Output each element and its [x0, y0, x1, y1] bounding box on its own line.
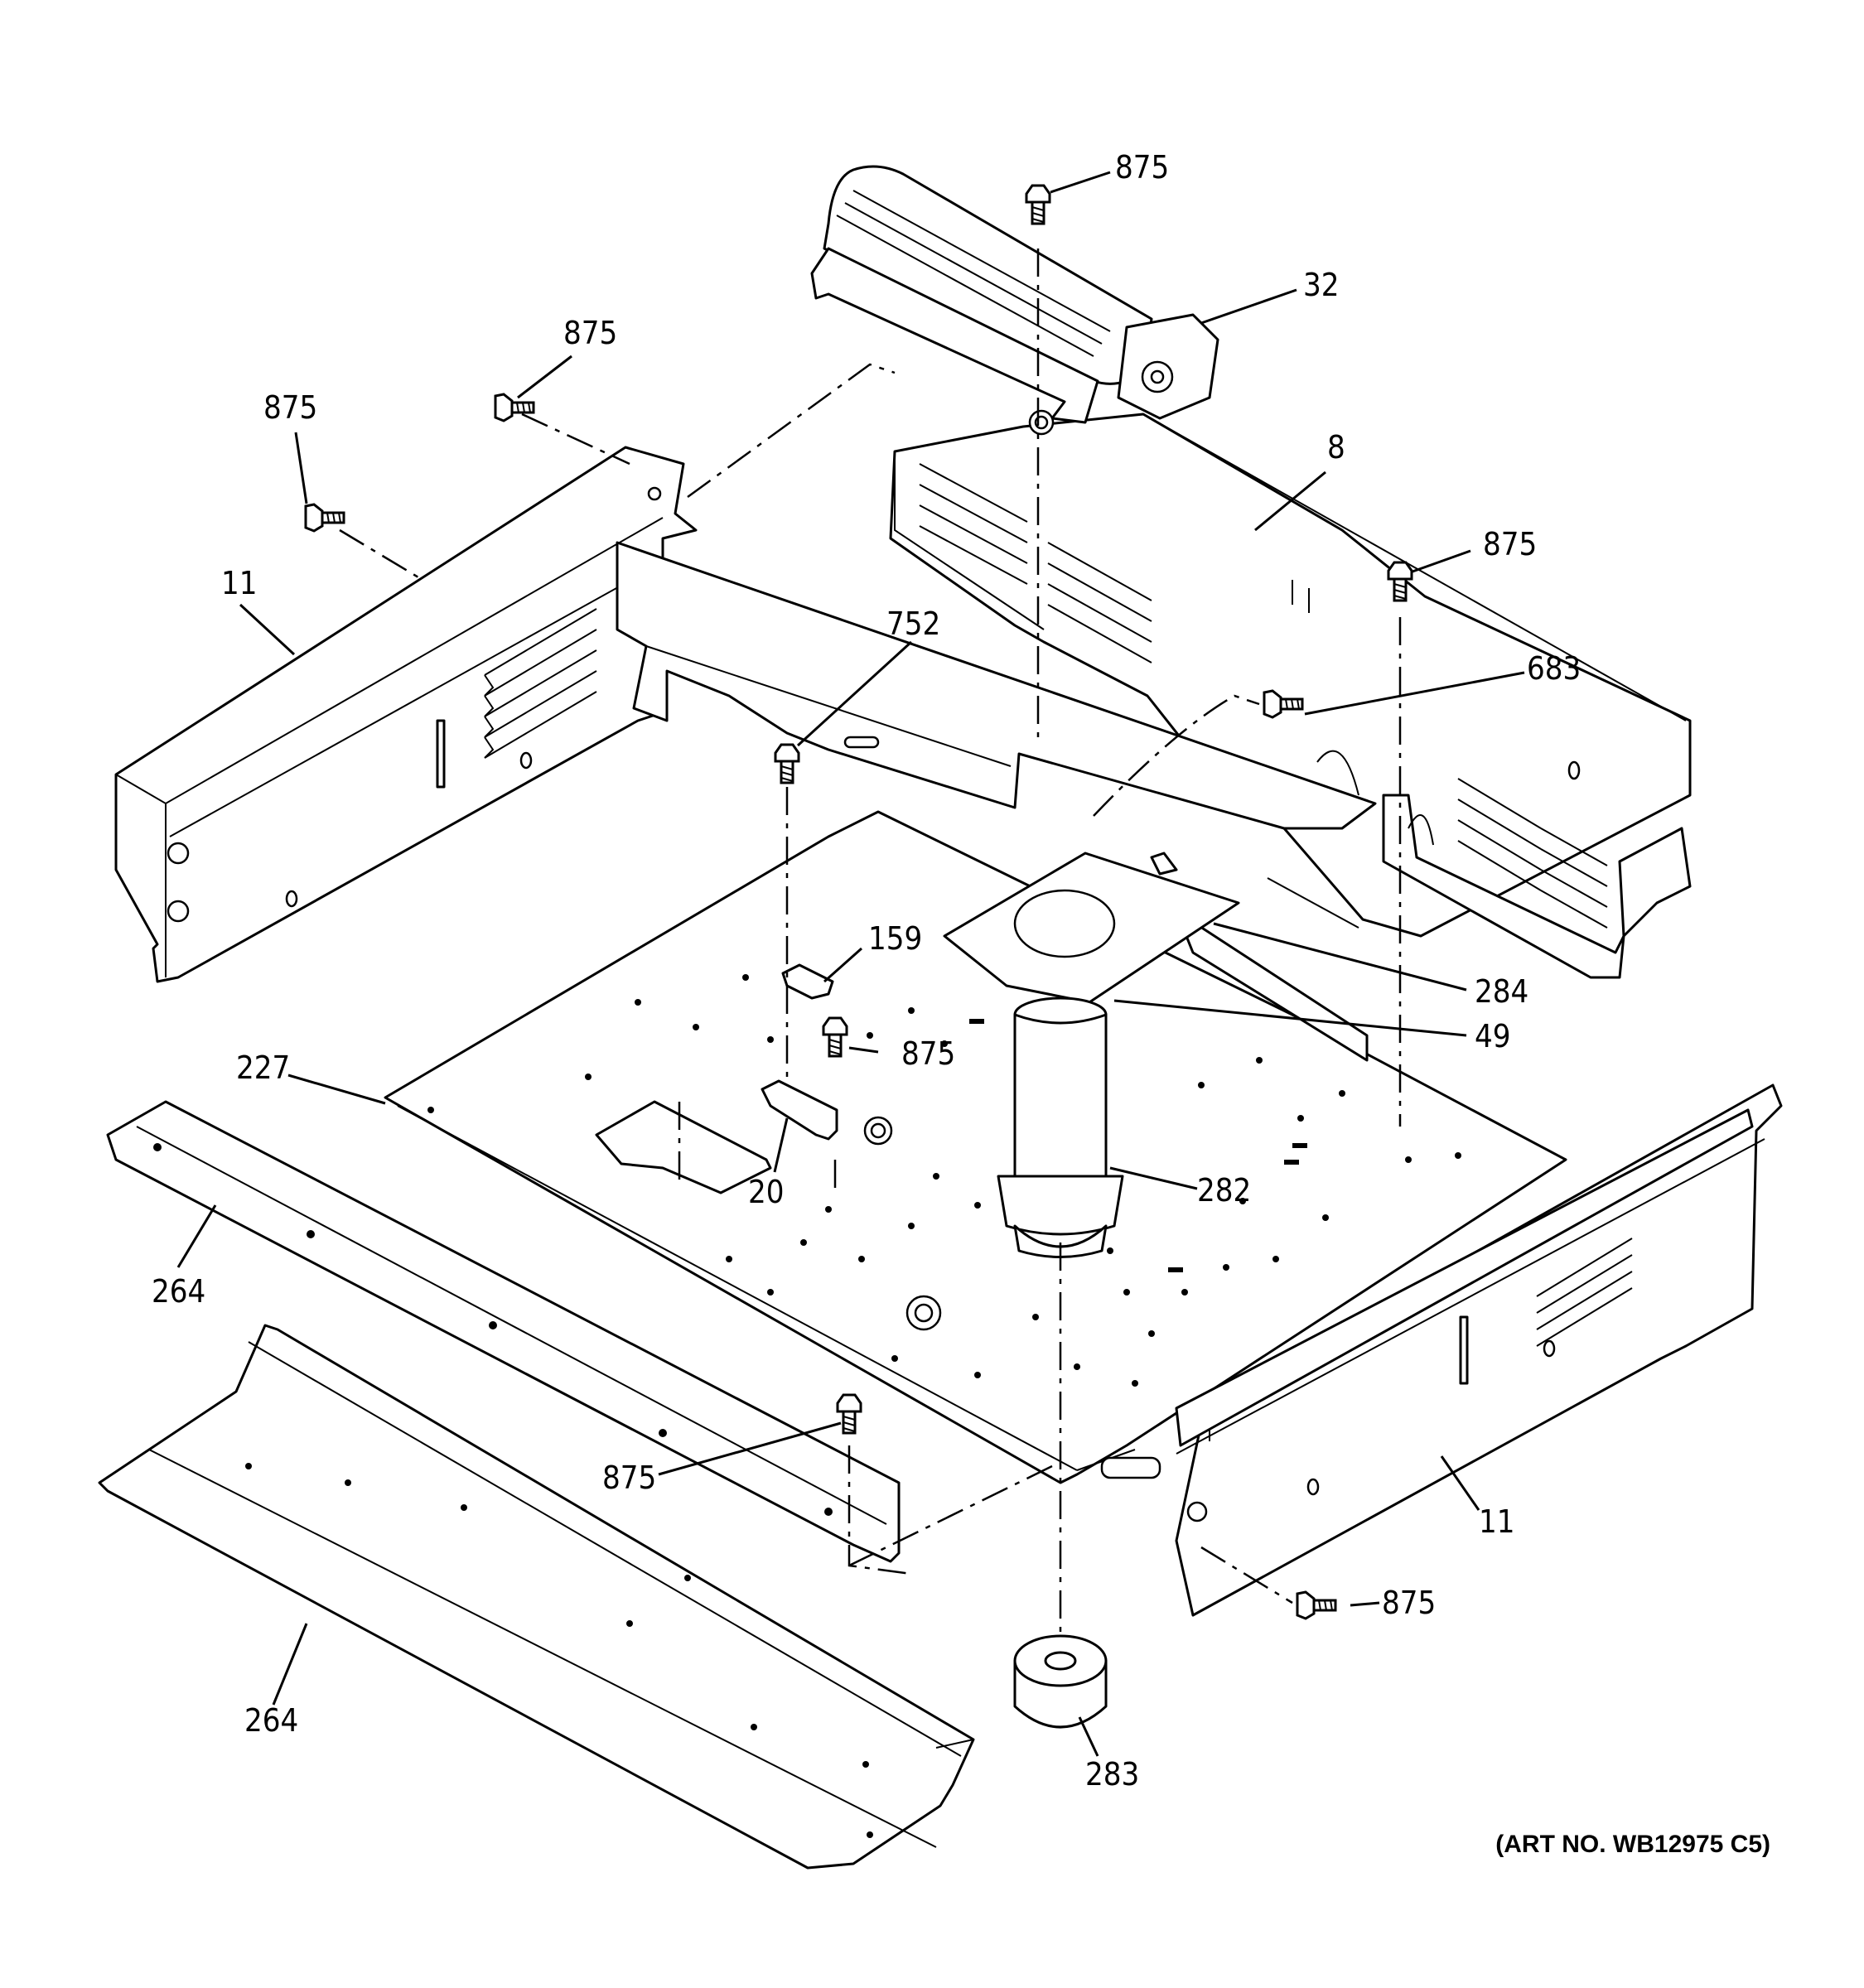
- callout-875-left: 875: [263, 389, 317, 426]
- spacer-foot: [1013, 1634, 1108, 1729]
- callout-875-mid: 875: [901, 1035, 955, 1072]
- callout-49: 49: [1475, 1018, 1511, 1054]
- callout-875-lower-right: 875: [1382, 1585, 1436, 1621]
- right-panel-louvers: [1536, 1238, 1633, 1347]
- callout-875-top: 875: [1115, 149, 1169, 186]
- base-panel-holes: [427, 974, 1461, 1387]
- duct-cylinder: [997, 996, 1124, 1258]
- leader-lines: [176, 171, 1525, 1757]
- right-side-panel: [1175, 1083, 1783, 1617]
- blower-assembly: [810, 165, 1219, 436]
- callout-875-upper-left: 875: [563, 315, 617, 351]
- lower-front-trim: [98, 1324, 975, 1870]
- upper-front-trim: [106, 1100, 901, 1563]
- bearing-plate: [943, 852, 1240, 1004]
- screw-752: [774, 743, 800, 784]
- callouts: 875 32 875 875 8 875 11 752 683 159 284 …: [152, 149, 1581, 1793]
- screw-875-lower-right: [1296, 1590, 1337, 1620]
- callout-11-left: 11: [221, 565, 258, 601]
- callout-264-upper: 264: [152, 1273, 205, 1310]
- callout-159: 159: [868, 920, 922, 957]
- left-panel-louvers: [484, 608, 597, 759]
- callout-32: 32: [1303, 267, 1340, 303]
- screw-875-low: [836, 1393, 862, 1435]
- rear-panel: [889, 413, 1692, 979]
- callout-8: 8: [1327, 429, 1345, 466]
- rear-panel-louvers: [919, 463, 1608, 929]
- callout-875-right: 875: [1483, 526, 1537, 562]
- screw-875-top: [1025, 184, 1051, 225]
- callout-752: 752: [886, 606, 940, 642]
- assembly-lines: [339, 248, 1402, 1640]
- base-panel: [384, 810, 1567, 1484]
- lower-trim-holes: [245, 1463, 873, 1838]
- callout-264-lower: 264: [244, 1702, 298, 1739]
- screw-875-left: [304, 503, 345, 533]
- callout-282: 282: [1197, 1172, 1251, 1209]
- callout-283: 283: [1085, 1756, 1139, 1793]
- callout-227: 227: [236, 1049, 290, 1086]
- callout-683: 683: [1527, 650, 1581, 687]
- front-baffle: [616, 541, 1377, 1062]
- callout-11-right: 11: [1479, 1503, 1515, 1540]
- left-side-panel: [114, 446, 698, 983]
- mounting-bracket: [761, 1079, 838, 1141]
- callout-284: 284: [1475, 973, 1528, 1010]
- art-number: (ART NO. WB12975 C5): [1495, 1831, 1770, 1858]
- callout-20: 20: [748, 1174, 785, 1210]
- callout-875-low: 875: [602, 1460, 656, 1496]
